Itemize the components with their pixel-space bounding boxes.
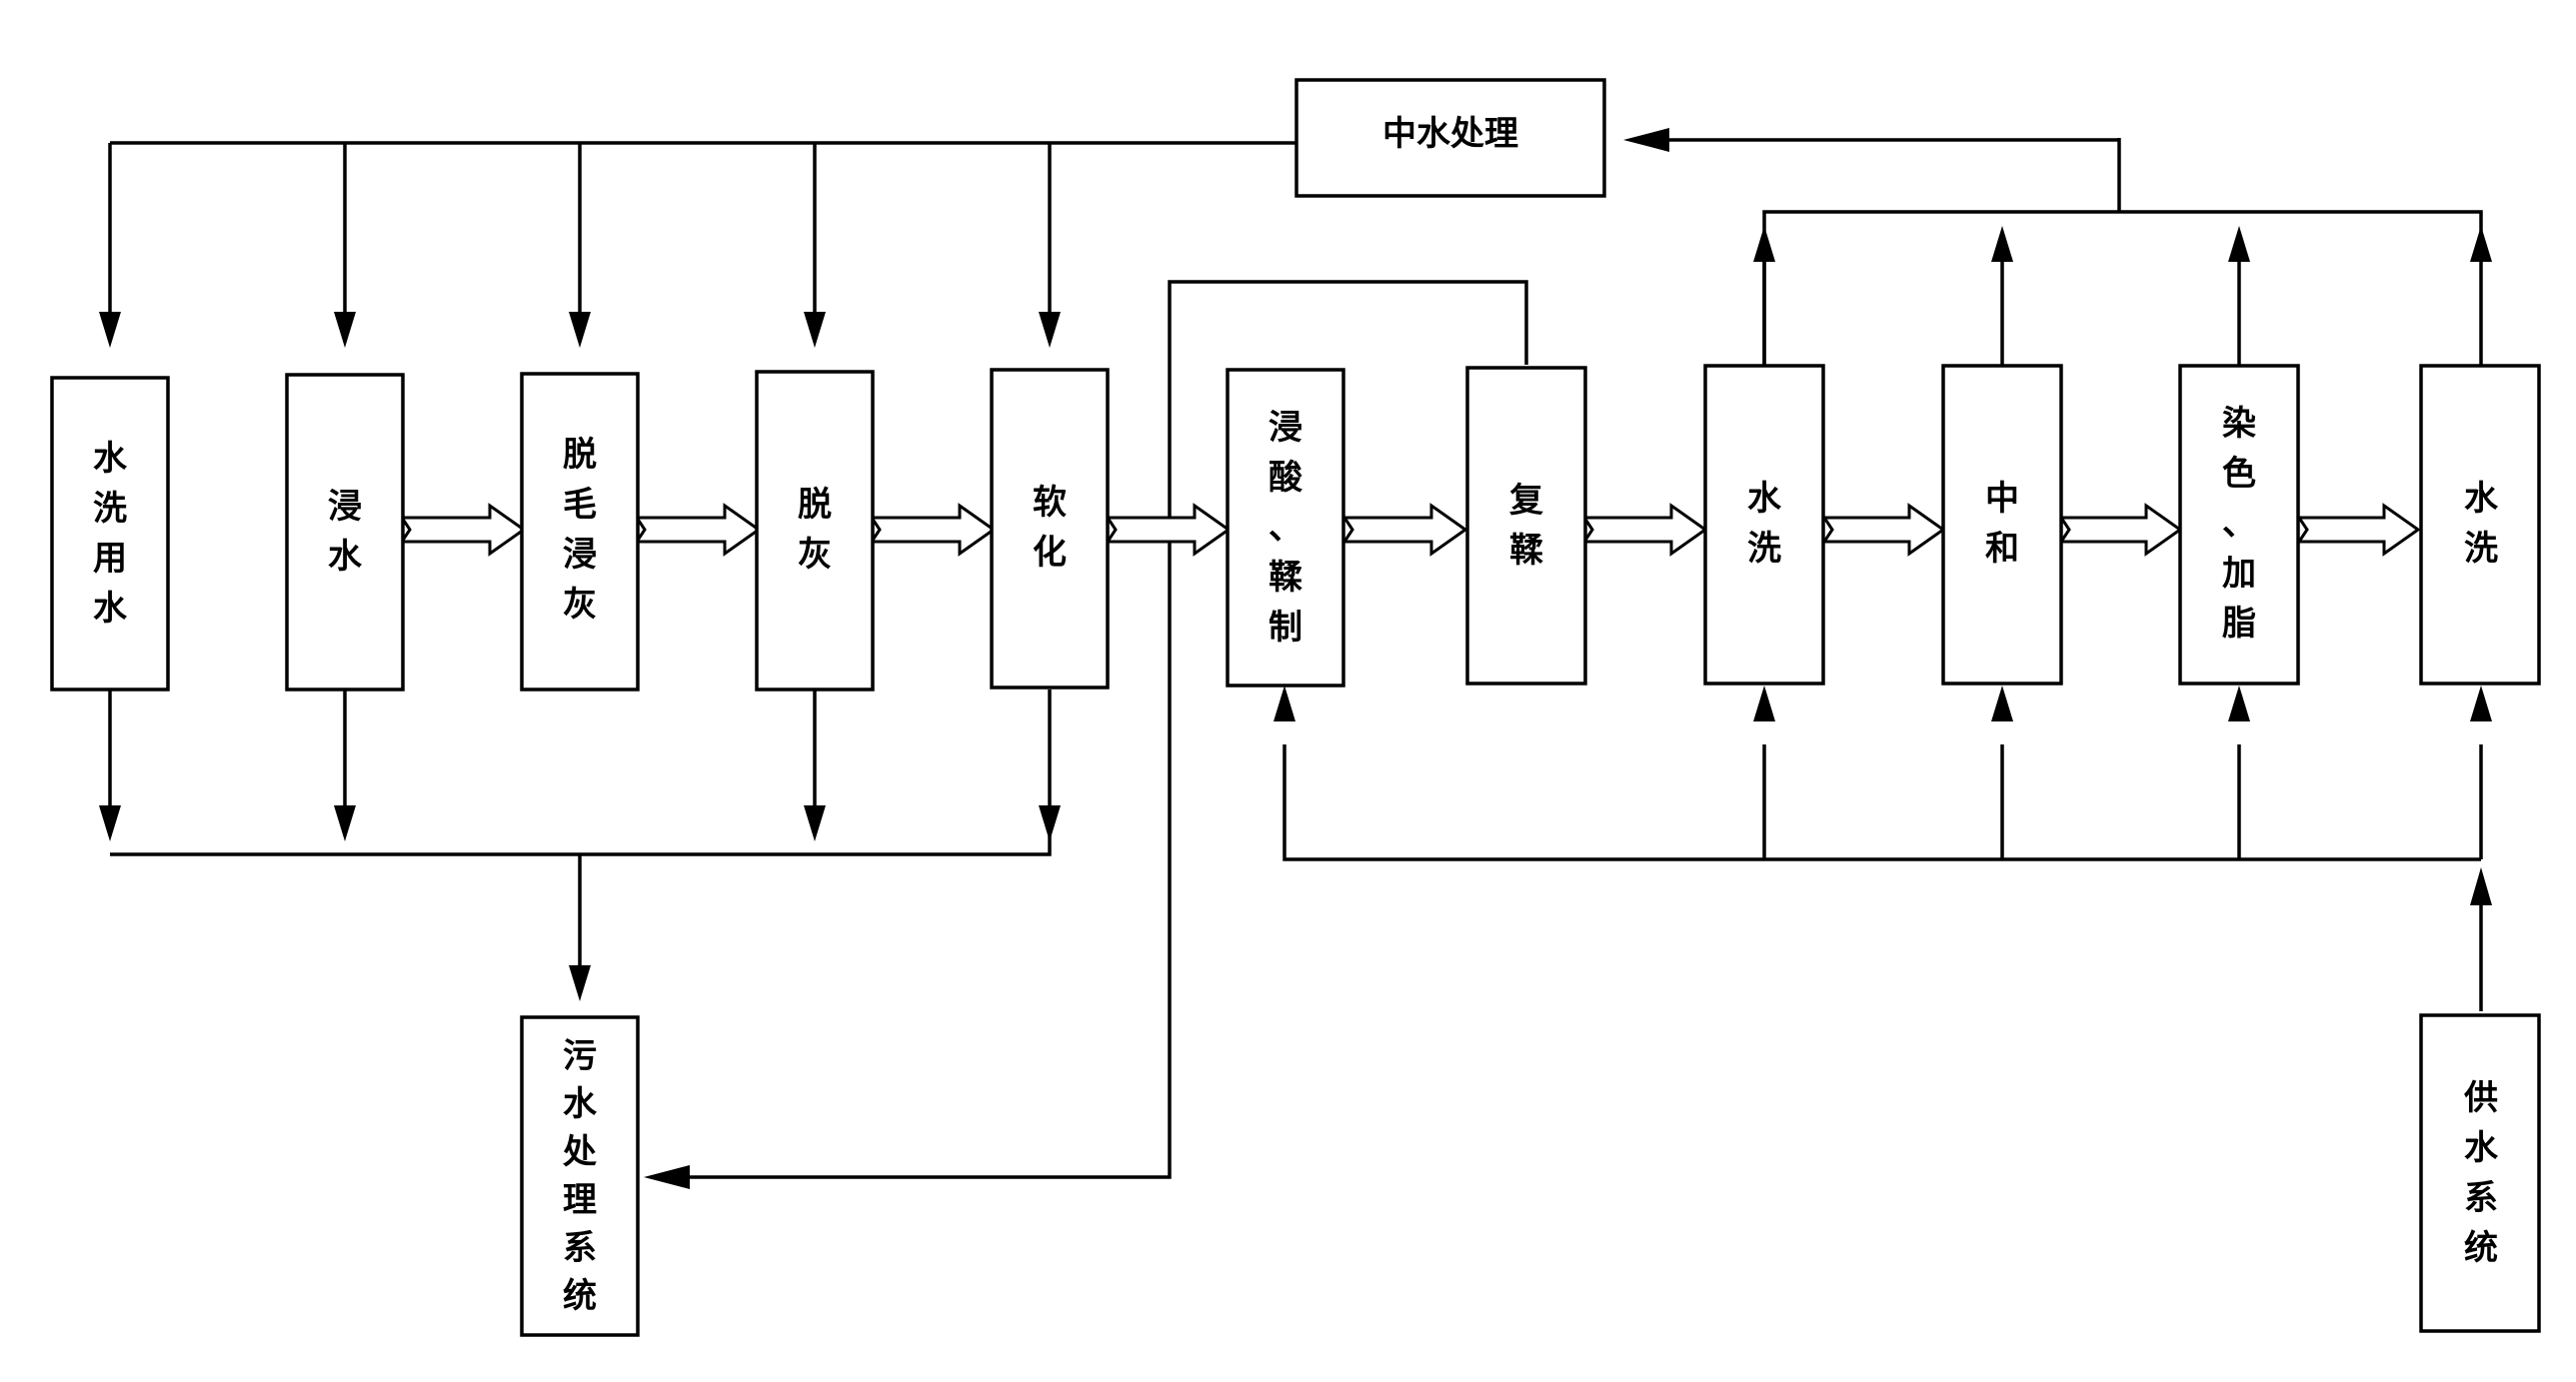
label-reclaimed-water: 中水处理 xyxy=(1382,114,1518,154)
box-reclaimed-water xyxy=(1294,78,1606,198)
arrow-down-soaking xyxy=(334,312,356,348)
flow-washing1-to-neutralization xyxy=(1821,503,1946,557)
label-washing-1: 水洗 xyxy=(1747,479,1782,569)
arrow-down-rinse-water xyxy=(99,312,121,348)
arrow-up-dyeing xyxy=(2228,686,2250,721)
box-water-supply xyxy=(2419,1013,2541,1333)
arrow-up-pickling xyxy=(1274,686,1295,721)
arrow-up-washing2-top xyxy=(2470,226,2492,262)
label-dyeing-fatliquoring: 染色、加脂 xyxy=(2222,404,2256,644)
box-sewage-treatment xyxy=(520,1015,640,1337)
label-bating: 软化 xyxy=(1033,483,1067,573)
box-pickling-tanning xyxy=(1226,368,1345,688)
arrow-into-sewage xyxy=(569,965,591,1001)
arrow-drain-soaking xyxy=(334,805,356,841)
box-retanning xyxy=(1465,366,1587,686)
flow-unhairing-to-deliming xyxy=(634,503,762,557)
supply-distribution-bus xyxy=(1283,744,2481,861)
flow-bating-to-pickling xyxy=(1105,503,1232,557)
arrow-left-reclaimed xyxy=(1623,128,1669,152)
arrow-up-washing1-top xyxy=(1753,226,1775,262)
arrow-drain-bating xyxy=(1039,805,1061,841)
arrow-up-dyeing-top xyxy=(2228,226,2250,262)
box-dyeing-fatliquoring xyxy=(2178,364,2300,686)
label-sewage-treatment: 污水处理系统 xyxy=(562,1036,598,1316)
arrow-up-neutralization-top xyxy=(1991,226,2013,262)
box-neutralization xyxy=(1941,364,2063,686)
flow-neutralization-to-dyeing xyxy=(2058,503,2183,557)
beamhouse-wastewater-bus xyxy=(110,809,1052,856)
label-washing-2: 水洗 xyxy=(2464,479,2499,569)
box-soaking xyxy=(285,373,405,691)
arrow-up-supply xyxy=(2470,867,2492,905)
box-washing-1 xyxy=(1703,364,1825,686)
retanning-to-sewage-line xyxy=(680,280,1528,1179)
box-bating xyxy=(990,368,1110,690)
arrowheads xyxy=(99,128,2492,1189)
flow-soaking-to-unhairing xyxy=(399,503,527,557)
label-deliming: 脱灰 xyxy=(798,485,832,575)
label-neutralization: 中和 xyxy=(1985,479,2019,569)
arrow-up-washing2 xyxy=(2470,686,2492,721)
label-retanning: 复鞣 xyxy=(1509,481,1543,571)
label-rinse-water: 水洗用水 xyxy=(93,439,128,629)
flow-deliming-to-bating xyxy=(869,503,997,557)
box-unhairing-liming xyxy=(520,372,640,691)
arrow-left-sewage xyxy=(644,1165,690,1189)
label-unhairing-liming: 脱毛浸灰 xyxy=(563,435,597,625)
main-process-flow xyxy=(399,503,2421,557)
flow-pickling-to-retanning xyxy=(1341,503,1468,557)
arrow-down-unhairing xyxy=(569,312,591,348)
label-soaking: 浸水 xyxy=(328,487,363,577)
label-water-supply: 供水系统 xyxy=(2463,1078,2499,1268)
label-pickling-tanning: 浸酸、鞣制 xyxy=(1269,408,1303,648)
box-washing-2 xyxy=(2419,364,2541,686)
wet-end-return-bus xyxy=(1762,210,2483,365)
arrow-up-washing1 xyxy=(1753,686,1775,721)
arrow-up-neutralization xyxy=(1991,686,2013,721)
process-boxes: 水洗用水 浸水 脱毛浸灰 脱灰 软化 浸酸、鞣制 复鞣 水洗 中和 染色、加脂 … xyxy=(50,78,2541,1337)
arrow-down-deliming xyxy=(804,312,826,348)
arrow-drain-rinse-water xyxy=(99,805,121,841)
flow-dyeing-to-washing2 xyxy=(2296,503,2421,557)
box-rinse-water xyxy=(50,376,170,691)
box-deliming xyxy=(755,370,875,691)
arrow-drain-deliming xyxy=(804,805,826,841)
flow-retanning-to-washing1 xyxy=(1581,503,1708,557)
arrow-down-bating xyxy=(1039,312,1061,348)
